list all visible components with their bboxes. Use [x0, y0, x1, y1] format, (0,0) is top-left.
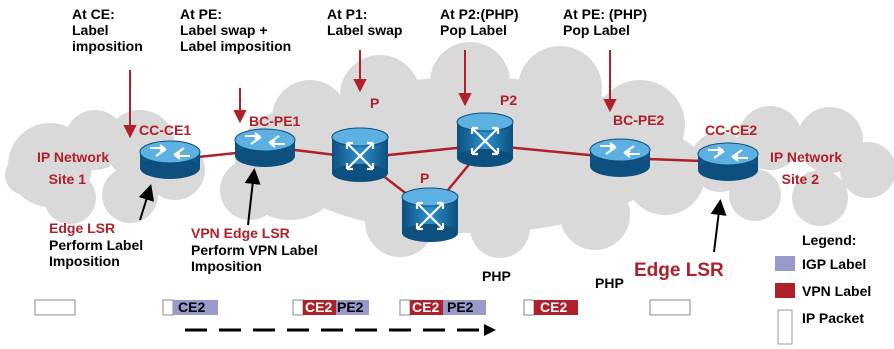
legend-title: Legend:	[802, 232, 857, 248]
edge-lsr-left-desc: Perform Label Imposition	[49, 237, 144, 269]
router-bc-pe2	[589, 138, 651, 178]
packet-4-igp-label: PE2	[447, 299, 474, 315]
packet-row	[34, 299, 691, 316]
node-label-cc-ce2: CC-CE2	[705, 122, 758, 138]
legend-vpn-label: VPN Label	[802, 283, 872, 299]
packet-3-igp-label: PE2	[337, 299, 364, 315]
legend-igp-swatch	[775, 256, 795, 271]
router-p2	[455, 111, 515, 169]
packet-4-vpn	[410, 300, 443, 315]
packet-1-ip	[34, 299, 76, 316]
annotation-arrows	[123, 50, 617, 139]
legend-vpn-swatch	[775, 283, 795, 298]
node-label-bc-pe2: BC-PE2	[613, 112, 665, 128]
edge-lsr-right: Edge LSR	[634, 260, 724, 281]
router-bc-pe1	[234, 128, 296, 168]
vpn-edge-lsr-desc: Perform VPN Label Imposition	[191, 242, 318, 274]
legend-igp-label: IGP Label	[802, 256, 867, 272]
packet-3-vpn	[303, 300, 336, 315]
router-p-left	[330, 126, 390, 184]
packet-3-igp	[336, 300, 369, 315]
packet-2-label: CE2	[178, 299, 206, 315]
packet-2-igp	[173, 300, 218, 315]
legend-ip-label: IP Packet	[802, 310, 865, 326]
edge-pointer-arrows	[138, 168, 727, 253]
php-label-2: PHP	[595, 275, 624, 291]
site-2-label: IP Network Site 2	[770, 149, 843, 187]
node-label-p2: P2	[500, 92, 518, 108]
packet-3-vpn-label: CE2	[305, 299, 333, 315]
direction-arrow	[185, 324, 496, 336]
node-label-cc-ce1: CC-CE1	[139, 122, 192, 138]
annotation-at-p1: At P1: Label swap	[327, 6, 403, 38]
packet-6-ip	[649, 299, 691, 316]
router-p-bottom	[400, 186, 460, 244]
router-cc-ce1	[139, 140, 201, 180]
packet-5-label: CE2	[540, 299, 568, 315]
annotation-at-pe-php: At PE: (PHP) Pop Label	[563, 6, 647, 38]
node-label-bc-pe1: BC-PE1	[249, 113, 301, 129]
site-1-label: IP Network Site 1	[37, 149, 110, 187]
packet-5-vpn	[534, 300, 578, 315]
vpn-edge-lsr-title: VPN Edge LSR	[191, 225, 290, 241]
node-label-p-left: P	[370, 95, 380, 111]
annotation-at-ce: At CE: Label imposition	[72, 6, 143, 54]
edge-lsr-left-title: Edge LSR	[49, 220, 116, 236]
annotation-at-pe: At PE: Label swap + Label imposition	[180, 6, 292, 54]
legend-swatches	[775, 256, 795, 345]
legend-ip-swatch	[777, 309, 793, 345]
packet-4-igp	[443, 300, 486, 315]
node-label-p-bottom: P	[420, 170, 430, 186]
php-label-1: PHP	[482, 268, 511, 284]
router-cc-ce2	[697, 142, 759, 182]
packet-4-vpn-label: CE2	[412, 299, 440, 315]
annotation-at-p2: At P2:(PHP) Pop Label	[440, 6, 519, 38]
